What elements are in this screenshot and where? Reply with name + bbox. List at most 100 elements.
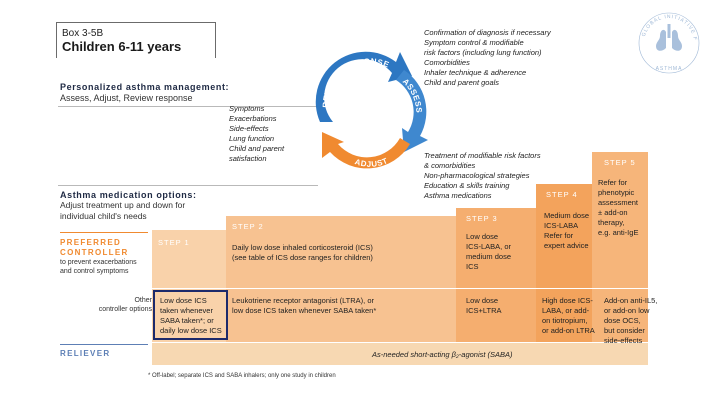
- adjust-item: Non-pharmacological strategies: [424, 171, 530, 180]
- step5-label: STEP 5: [604, 158, 636, 167]
- cell-line: Leukotriene receptor antagonist (LTRA), …: [232, 296, 375, 305]
- assess-item: Confirmation of diagnosis if necessary: [424, 28, 551, 37]
- preferred-sub-line: and control symptoms: [60, 268, 129, 275]
- svg-text:ASTHMA: ASTHMA: [656, 66, 683, 72]
- assess-arrow-icon: [396, 70, 428, 152]
- step2-other: Leukotriene receptor antagonist (LTRA), …: [232, 296, 376, 316]
- assess-checklist: Confirmation of diagnosis if necessary S…: [424, 28, 614, 88]
- step1-other: Low dose ICS taken whenever SABA taken*;…: [160, 296, 222, 336]
- cell-line: Daily low dose inhaled corticosteroid (I…: [232, 243, 373, 252]
- review-item: Symptoms: [229, 104, 265, 113]
- review-item: Side-effects: [229, 124, 269, 133]
- gina-logo-icon: GLOBAL INITIATIVE FOR ASTHMA: [634, 8, 700, 74]
- step3-column: [456, 208, 536, 365]
- step5-column: [592, 152, 648, 365]
- page-title: Children 6-11 years: [62, 39, 182, 54]
- row-divider: [152, 342, 648, 343]
- cell-line: medium dose: [466, 252, 512, 261]
- cell-line: ICS-LABA, or: [466, 242, 512, 251]
- cell-line: e.g. anti-IgE: [598, 228, 639, 237]
- reliever-label: RELIEVER: [60, 349, 111, 358]
- assess-item: Child and parent goals: [424, 78, 500, 87]
- divider-line: [58, 106, 318, 107]
- cell-line: (see table of ICS dose ranges for childr…: [232, 253, 373, 262]
- preferred-divider: [60, 232, 148, 233]
- medication-options-sub: Adjust treatment up and down for individ…: [60, 200, 186, 221]
- cell-line: Refer for: [544, 231, 574, 240]
- review-label: REVIEW RESPONSE: [321, 57, 390, 108]
- cell-line: phenotypic: [598, 188, 635, 197]
- cell-line: Medium dose: [544, 211, 590, 220]
- box-label: Box 3-5B: [62, 28, 104, 39]
- cell-line: assessment: [598, 198, 639, 207]
- reliever-text: As-needed short-acting β₂-agonist (SABA): [372, 350, 513, 359]
- cell-line: daily low dose ICS: [160, 326, 222, 335]
- cell-line: taken whenever: [160, 306, 213, 315]
- cell-line: Low dose: [466, 232, 499, 241]
- review-item: Exacerbations: [229, 114, 277, 123]
- cell-line: LABA, or add-: [542, 306, 590, 315]
- svg-text:ADJUST: ADJUST: [354, 156, 390, 169]
- preferred-controller-sub: to prevent exacerbations and control sym…: [60, 258, 137, 276]
- step3-other: Low dose ICS+LTRA: [466, 296, 502, 316]
- other-controller-label: Other controller options: [86, 296, 152, 314]
- reliever-band: [152, 343, 648, 365]
- other-label-line: controller options: [98, 306, 152, 313]
- medication-options-heading: Asthma medication options:: [60, 190, 197, 200]
- cycle-diagram: REVIEW RESPONSE ASSESS ADJUST: [315, 51, 428, 169]
- other-label-line: Other: [134, 297, 152, 304]
- cell-line: Low dose: [466, 296, 499, 305]
- cell-line: ± add-on: [598, 208, 628, 217]
- assess-item: risk factors (including lung function): [424, 48, 542, 57]
- step3-preferred: Low dose ICS-LABA, or medium dose ICS: [466, 232, 511, 272]
- row-divider: [152, 288, 648, 289]
- cell-line: or add-on LTRA: [542, 326, 595, 335]
- adjust-item: Treatment of modifiable risk factors: [424, 151, 541, 160]
- adjust-checklist: Treatment of modifiable risk factors & c…: [424, 151, 541, 201]
- review-arrow-icon: [315, 51, 412, 122]
- review-item: Lung function: [229, 134, 275, 143]
- divider-line: [58, 185, 318, 186]
- review-item: satisfaction: [229, 154, 267, 163]
- personalized-subheading: Assess, Adjust, Review response: [60, 93, 193, 103]
- svg-text:REVIEW RESPONSE: REVIEW RESPONSE: [321, 57, 391, 108]
- review-checklist: Symptoms Exacerbations Side-effects Lung…: [229, 104, 284, 164]
- step4-column: [536, 184, 592, 365]
- step2-column: [226, 216, 456, 365]
- assess-item: Inhaler technique & adherence: [424, 68, 527, 77]
- cell-line: High dose ICS-: [542, 296, 593, 305]
- review-item: Child and parent: [229, 144, 285, 153]
- step4-preferred: Medium dose ICS-LABA Refer for expert ad…: [544, 211, 589, 251]
- preferred-sub-line: to prevent exacerbations: [60, 259, 137, 266]
- cell-line: ICS+LTRA: [466, 306, 502, 315]
- step4-other: High dose ICS- LABA, or add- on tiotropi…: [542, 296, 595, 336]
- cell-line: Refer for: [598, 178, 628, 187]
- cell-line: dose OCS,: [604, 316, 641, 325]
- step1-label: STEP 1: [158, 238, 190, 247]
- cell-line: low dose ICS taken whenever SABA taken*: [232, 306, 377, 315]
- cell-line: expert advice: [544, 241, 589, 250]
- assess-item: Symptom control & modifiable: [424, 38, 524, 47]
- title-frame-right: [215, 22, 216, 58]
- adjust-item: Asthma medications: [424, 191, 492, 200]
- preferred-label-line: CONTROLLER: [60, 248, 129, 257]
- assess-item: Comorbidities: [424, 58, 470, 67]
- cell-line: or add-on low: [604, 306, 650, 315]
- step2-label: STEP 2: [232, 222, 264, 231]
- adjust-arrow-icon: [322, 132, 410, 169]
- step3-label: STEP 3: [466, 214, 498, 223]
- preferred-controller-label: PREFERRED CONTROLLER: [60, 238, 129, 258]
- step5-preferred: Refer for phenotypic assessment ± add-on…: [598, 178, 638, 238]
- step5-other: Add-on anti-IL5, or add-on low dose OCS,…: [604, 296, 657, 346]
- step1-other-highlight: [153, 290, 228, 340]
- cell-line: Add-on anti-IL5,: [604, 296, 658, 305]
- reliever-divider: [60, 344, 148, 345]
- cell-line: on tiotropium,: [542, 316, 588, 325]
- step4-label: STEP 4: [546, 190, 578, 199]
- adjust-label: ADJUST: [354, 156, 389, 169]
- cell-line: therapy,: [598, 218, 625, 227]
- preferred-label-line: PREFERRED: [60, 238, 122, 247]
- cell-line: ICS-LABA: [544, 221, 579, 230]
- cell-line: SABA taken*; or: [160, 316, 214, 325]
- cell-line: side-effects: [604, 336, 643, 345]
